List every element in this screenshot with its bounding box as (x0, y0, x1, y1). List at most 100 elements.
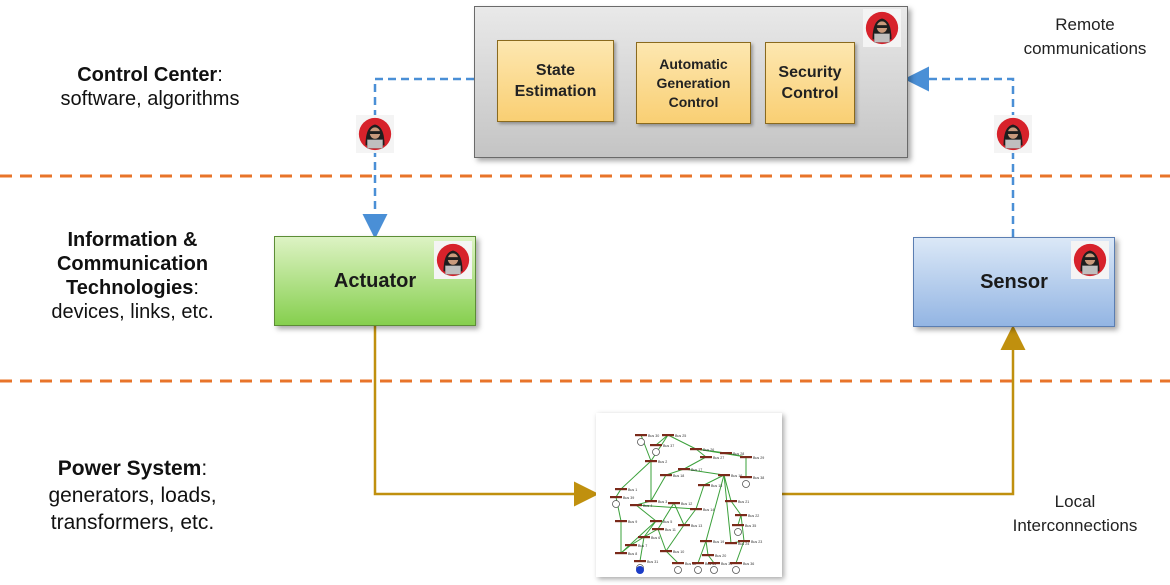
control-center-label: Control Center: software, algorithms (40, 63, 260, 111)
grid-line (723, 474, 732, 502)
bus-label: Bus 37 (663, 444, 674, 448)
bus-bar (692, 562, 704, 565)
sensor-box: Sensor (913, 237, 1115, 327)
grid-line (705, 474, 725, 542)
bus-label: Bus 38 (753, 476, 764, 480)
grid-line (665, 524, 685, 552)
bus-label: Bus 31 (647, 560, 658, 564)
bus-label: Bus 21 (738, 500, 749, 504)
bus-bar (625, 544, 637, 547)
grid-line (695, 448, 707, 458)
bus-bar (735, 514, 747, 517)
grid-line (683, 456, 707, 470)
bus-label: Bus 2 (658, 460, 667, 464)
remote-link-to-actuator (362, 77, 474, 239)
grid-line (695, 484, 705, 510)
generator-symbol (674, 566, 682, 574)
bus-label: Bus 14 (703, 508, 714, 512)
bus-label: Bus 25 (675, 434, 686, 438)
control-center-sep: : (217, 64, 223, 86)
bus-label: Bus 1 (628, 488, 637, 492)
local-note-line-2: Interconnections (1012, 516, 1138, 535)
power-system-desc-2: transformers, etc. (50, 511, 215, 534)
bus-label: Bus 22 (748, 514, 759, 518)
bus-bar (690, 448, 702, 451)
grid-line (655, 434, 669, 446)
ict-title-3: Technologies (66, 277, 194, 299)
hacker-icon (434, 241, 472, 279)
grid-line (657, 502, 675, 530)
ict-desc: devices, links, etc. (51, 301, 214, 323)
bus-bar (635, 434, 647, 437)
grid-line (667, 434, 697, 450)
grid-line (705, 540, 709, 556)
bus-bar (700, 540, 712, 543)
grid-line (683, 468, 725, 476)
ict-title-1: Information & (67, 229, 198, 251)
ict-label: Information & Communication Technologies… (20, 228, 245, 324)
grid-line (650, 474, 667, 502)
bus-bar (638, 536, 650, 539)
bus-label: Bus 23 (751, 540, 762, 544)
bus-label: Bus 11 (665, 528, 676, 532)
grid-line (723, 474, 732, 544)
bus-label: Bus 10 (673, 550, 684, 554)
bus-label: Bus 3 (658, 500, 667, 504)
bus-bar (690, 508, 702, 511)
bus-label: Bus 30 (648, 434, 659, 438)
control-center-desc: software, algorithms (60, 88, 240, 110)
agc-line-3: Control (668, 93, 719, 110)
bus-bar (678, 468, 690, 471)
grid-line (635, 504, 697, 510)
bus-label: Bus 20 (715, 554, 726, 558)
control-center-title: Control Center (77, 64, 218, 86)
agc-line-1: Automatic (659, 55, 728, 72)
bus-bar (698, 484, 710, 487)
hacker-icon (863, 9, 901, 47)
bus-label: Bus 17 (691, 468, 702, 472)
grid-line (683, 508, 697, 526)
grid-line (620, 544, 632, 554)
hacker-icon (994, 115, 1032, 153)
bus-bar (615, 520, 627, 523)
grid-line (697, 540, 707, 564)
power-system-title: Power System (57, 457, 202, 480)
bus-label: Bus 13 (691, 524, 702, 528)
remote-note-line-2: communications (1023, 39, 1147, 58)
bus-label: Bus 5 (663, 520, 672, 524)
ict-sep: : (193, 277, 199, 299)
bus-label: Bus 34 (721, 562, 732, 566)
bus-label: Bus 26 (703, 448, 714, 452)
grid-line (620, 460, 652, 490)
bus-label: Bus 39 (623, 496, 634, 500)
grid-line (630, 536, 645, 546)
agc-line-2: Generation (656, 74, 731, 91)
grid-line (615, 488, 622, 498)
bus-bar (660, 550, 672, 553)
bus-label: Bus 12 (681, 502, 692, 506)
grid-line (665, 550, 679, 564)
grid-line (639, 536, 645, 562)
bus-label: Bus 15 (711, 484, 722, 488)
slack-bus-marker (636, 566, 644, 574)
bus-bar (668, 502, 680, 505)
remote-note-line-1: Remote (1055, 15, 1115, 34)
remote-link-from-sensor (904, 66, 1015, 237)
bus-bar (615, 552, 627, 555)
power-system-sep: : (201, 457, 208, 480)
local-link-to-sensor (782, 325, 1026, 496)
bus-bar (730, 562, 742, 565)
bus-bar (732, 524, 744, 527)
power-system-desc-1: generators, loads, (48, 484, 217, 507)
bus-bar (738, 540, 750, 543)
grid-line (673, 502, 685, 526)
bus-bar (634, 560, 646, 563)
bus-bar (630, 504, 642, 507)
generator-symbol (734, 528, 742, 536)
remote-communications-note: Remote communications (1010, 13, 1160, 61)
bus-label: Bus 29 (753, 456, 764, 460)
